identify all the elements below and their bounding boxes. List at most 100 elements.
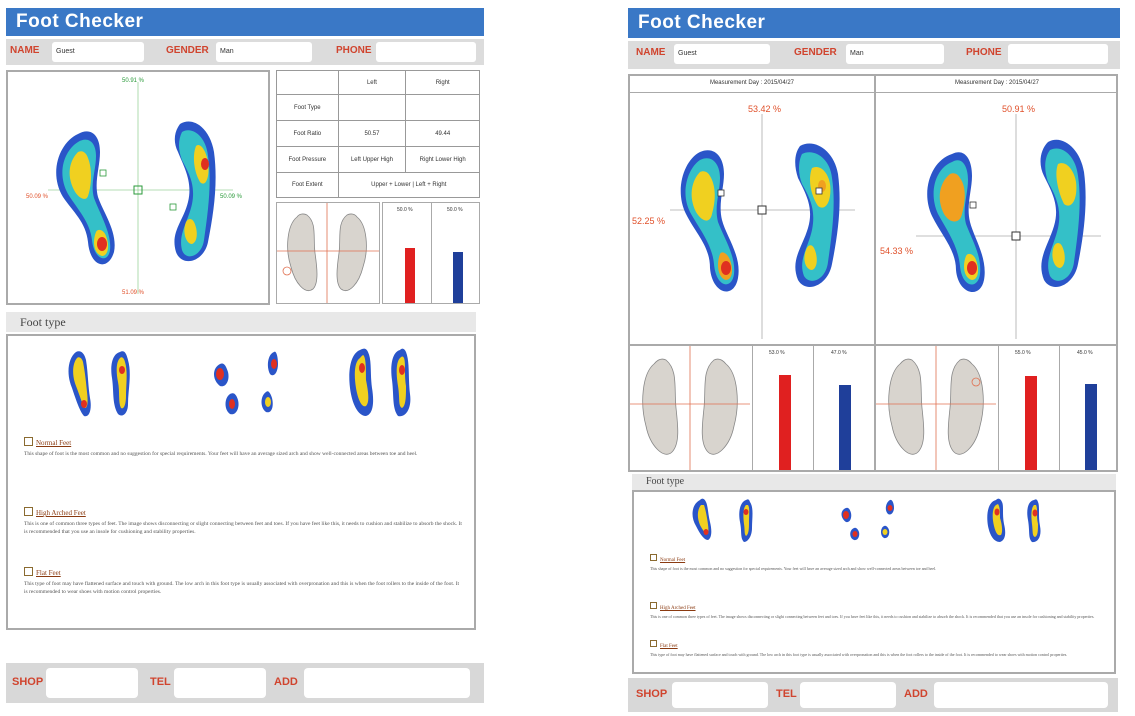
foot-type-item-normal: Normal Feet This shape of foot is the mo… bbox=[24, 432, 464, 458]
right-bar-label: 50.0 % bbox=[447, 207, 463, 213]
name-label: NAME bbox=[10, 45, 40, 56]
table-cell bbox=[337, 94, 407, 121]
table-header-cell bbox=[276, 70, 339, 95]
top-percent-2: 50.91 % bbox=[1002, 104, 1036, 114]
side-percent-1: 52.25 % bbox=[632, 216, 666, 226]
foot-type-title: Flat Feet bbox=[36, 569, 61, 577]
name-field[interactable]: Guest bbox=[52, 42, 144, 62]
table-row: Foot Type bbox=[276, 94, 480, 121]
name-field[interactable]: Guest bbox=[674, 44, 770, 64]
right-foot-print bbox=[174, 121, 216, 262]
right-percent: 50.09 % bbox=[220, 194, 243, 200]
footer-bar: SHOP TEL ADD bbox=[6, 663, 484, 703]
foot-type-description: This type of foot may have flattened sur… bbox=[650, 652, 1068, 657]
app-title: Foot Checker bbox=[6, 8, 484, 36]
bar-divider bbox=[813, 346, 814, 470]
foot-type-title: Normal Feet bbox=[660, 558, 686, 563]
gender-field[interactable]: Man bbox=[846, 44, 944, 64]
foot-type-item-normal: Normal Feet This shape of foot is the mo… bbox=[650, 548, 1106, 572]
top-percent-1: 53.42 % bbox=[748, 104, 782, 114]
address-field[interactable] bbox=[934, 682, 1108, 708]
table-cell: Foot Pressure bbox=[276, 146, 339, 173]
foot-type-description: This shape of foot is the most common an… bbox=[24, 451, 418, 457]
footprint-map: 50.91 % 50.09 % 50.09 % 51.09 % bbox=[6, 70, 270, 305]
tel-field[interactable] bbox=[174, 668, 266, 698]
foot-report-right: Foot Checker NAME Guest GENDER Man PHONE… bbox=[628, 8, 1120, 713]
comparison-panel: Measurement Day : 2015/04/27 Measurement… bbox=[628, 74, 1118, 472]
foot-analysis-table: Left Right Foot Type Foot Ratio 50.57 49… bbox=[276, 70, 481, 198]
right-pressure-bar bbox=[1085, 384, 1097, 470]
phone-field[interactable] bbox=[1008, 44, 1108, 64]
gender-label: GENDER bbox=[794, 47, 837, 58]
right-pressure-bar bbox=[453, 252, 463, 303]
table-cell: Upper + Lower | Left + Right bbox=[337, 172, 481, 198]
tel-label: TEL bbox=[150, 676, 171, 688]
foot-type-item-high-arch: High Arched Feet This is one of common t… bbox=[24, 502, 464, 536]
gender-field[interactable]: Man bbox=[216, 42, 312, 62]
foot-type-item-flat: Flat Feet This type of foot may have fla… bbox=[650, 634, 1106, 658]
foot-type-panel: Normal Feet This shape of foot is the mo… bbox=[6, 334, 476, 630]
foot-outline-diagram bbox=[276, 202, 380, 304]
table-row: Foot Extent Upper + Lower | Left + Right bbox=[276, 172, 481, 198]
table-row: Foot Ratio 50.57 49.44 bbox=[276, 120, 480, 147]
left-bar-label: 50.0 % bbox=[397, 207, 413, 213]
patient-info-row: NAME Guest GENDER Man PHONE bbox=[628, 41, 1120, 69]
foot-type-heading: Foot type bbox=[632, 474, 1116, 490]
bar-divider bbox=[431, 203, 432, 303]
measurement-day-2: Measurement Day : 2015/04/27 bbox=[954, 80, 1040, 86]
table-cell: Foot Type bbox=[276, 94, 339, 121]
bottom-percent: 51.09 % bbox=[122, 290, 145, 296]
table-cell: Right Lower High bbox=[405, 146, 480, 173]
table-header-row: Left Right bbox=[276, 70, 480, 95]
normal-feet-checkbox[interactable] bbox=[24, 436, 33, 446]
flat-feet-checkbox[interactable] bbox=[650, 639, 657, 647]
shop-field[interactable] bbox=[672, 682, 768, 708]
shop-label: SHOP bbox=[636, 688, 668, 700]
measurement-day-1: Measurement Day : 2015/04/27 bbox=[709, 80, 795, 86]
footprint-heatmap-2 bbox=[916, 114, 1101, 339]
shop-field[interactable] bbox=[46, 668, 138, 698]
foot-type-title: Flat Feet bbox=[660, 644, 678, 649]
name-label: NAME bbox=[636, 47, 666, 58]
top-percent: 50.91 % bbox=[122, 78, 145, 84]
table-cell: 50.57 bbox=[337, 120, 407, 147]
high-arch-checkbox[interactable] bbox=[650, 601, 657, 609]
left-bar-label: 55.0 % bbox=[1015, 350, 1031, 356]
high-arch-checkbox[interactable] bbox=[24, 506, 33, 516]
table-cell: Foot Ratio bbox=[276, 120, 339, 147]
gender-label: GENDER bbox=[166, 45, 209, 56]
foot-type-description: This type of foot may have flattened sur… bbox=[24, 581, 460, 595]
tel-label: TEL bbox=[776, 688, 797, 700]
foot-type-description: This shape of foot is the most common an… bbox=[650, 566, 937, 571]
address-field[interactable] bbox=[304, 668, 470, 698]
foot-outline-image bbox=[277, 203, 379, 303]
foot-type-heading: Foot type bbox=[6, 312, 476, 332]
high-arch-feet-example bbox=[841, 499, 894, 541]
foot-type-title: High Arched Feet bbox=[36, 509, 86, 517]
balance-bar-chart: 50.0 % 50.0 % bbox=[382, 202, 480, 304]
foot-type-item-high-arch: High Arched Feet This is one of common t… bbox=[650, 596, 1106, 620]
foot-report-left: Foot Checker NAME Guest GENDER Man PHONE bbox=[6, 8, 484, 713]
patient-info-row: NAME Guest GENDER Man PHONE bbox=[6, 39, 484, 65]
foot-type-title: Normal Feet bbox=[36, 439, 72, 447]
flat-feet-checkbox[interactable] bbox=[24, 566, 33, 576]
foot-type-panel: Normal Feet This shape of foot is the mo… bbox=[632, 490, 1116, 674]
add-label: ADD bbox=[904, 688, 928, 700]
bar-divider bbox=[1059, 346, 1060, 470]
tel-field[interactable] bbox=[800, 682, 896, 708]
footer-bar: SHOP TEL ADD bbox=[628, 678, 1118, 712]
phone-field[interactable] bbox=[376, 42, 476, 62]
foot-type-title: High Arched Feet bbox=[660, 606, 696, 611]
table-cell: Left Upper High bbox=[337, 146, 407, 173]
table-row: Foot Pressure Left Upper High Right Lowe… bbox=[276, 146, 480, 173]
left-percent: 50.09 % bbox=[26, 194, 49, 200]
shop-label: SHOP bbox=[12, 676, 44, 688]
foot-outline-2 bbox=[876, 346, 996, 470]
bottom-divider bbox=[630, 344, 1116, 346]
table-cell: Foot Extent bbox=[276, 172, 339, 198]
high-arch-feet-example bbox=[214, 351, 278, 415]
bar-chart-2: 55.0 % 45.0 % bbox=[998, 346, 1119, 470]
normal-feet-checkbox[interactable] bbox=[650, 553, 657, 561]
header-divider bbox=[630, 92, 1116, 93]
right-pressure-bar bbox=[839, 385, 851, 470]
